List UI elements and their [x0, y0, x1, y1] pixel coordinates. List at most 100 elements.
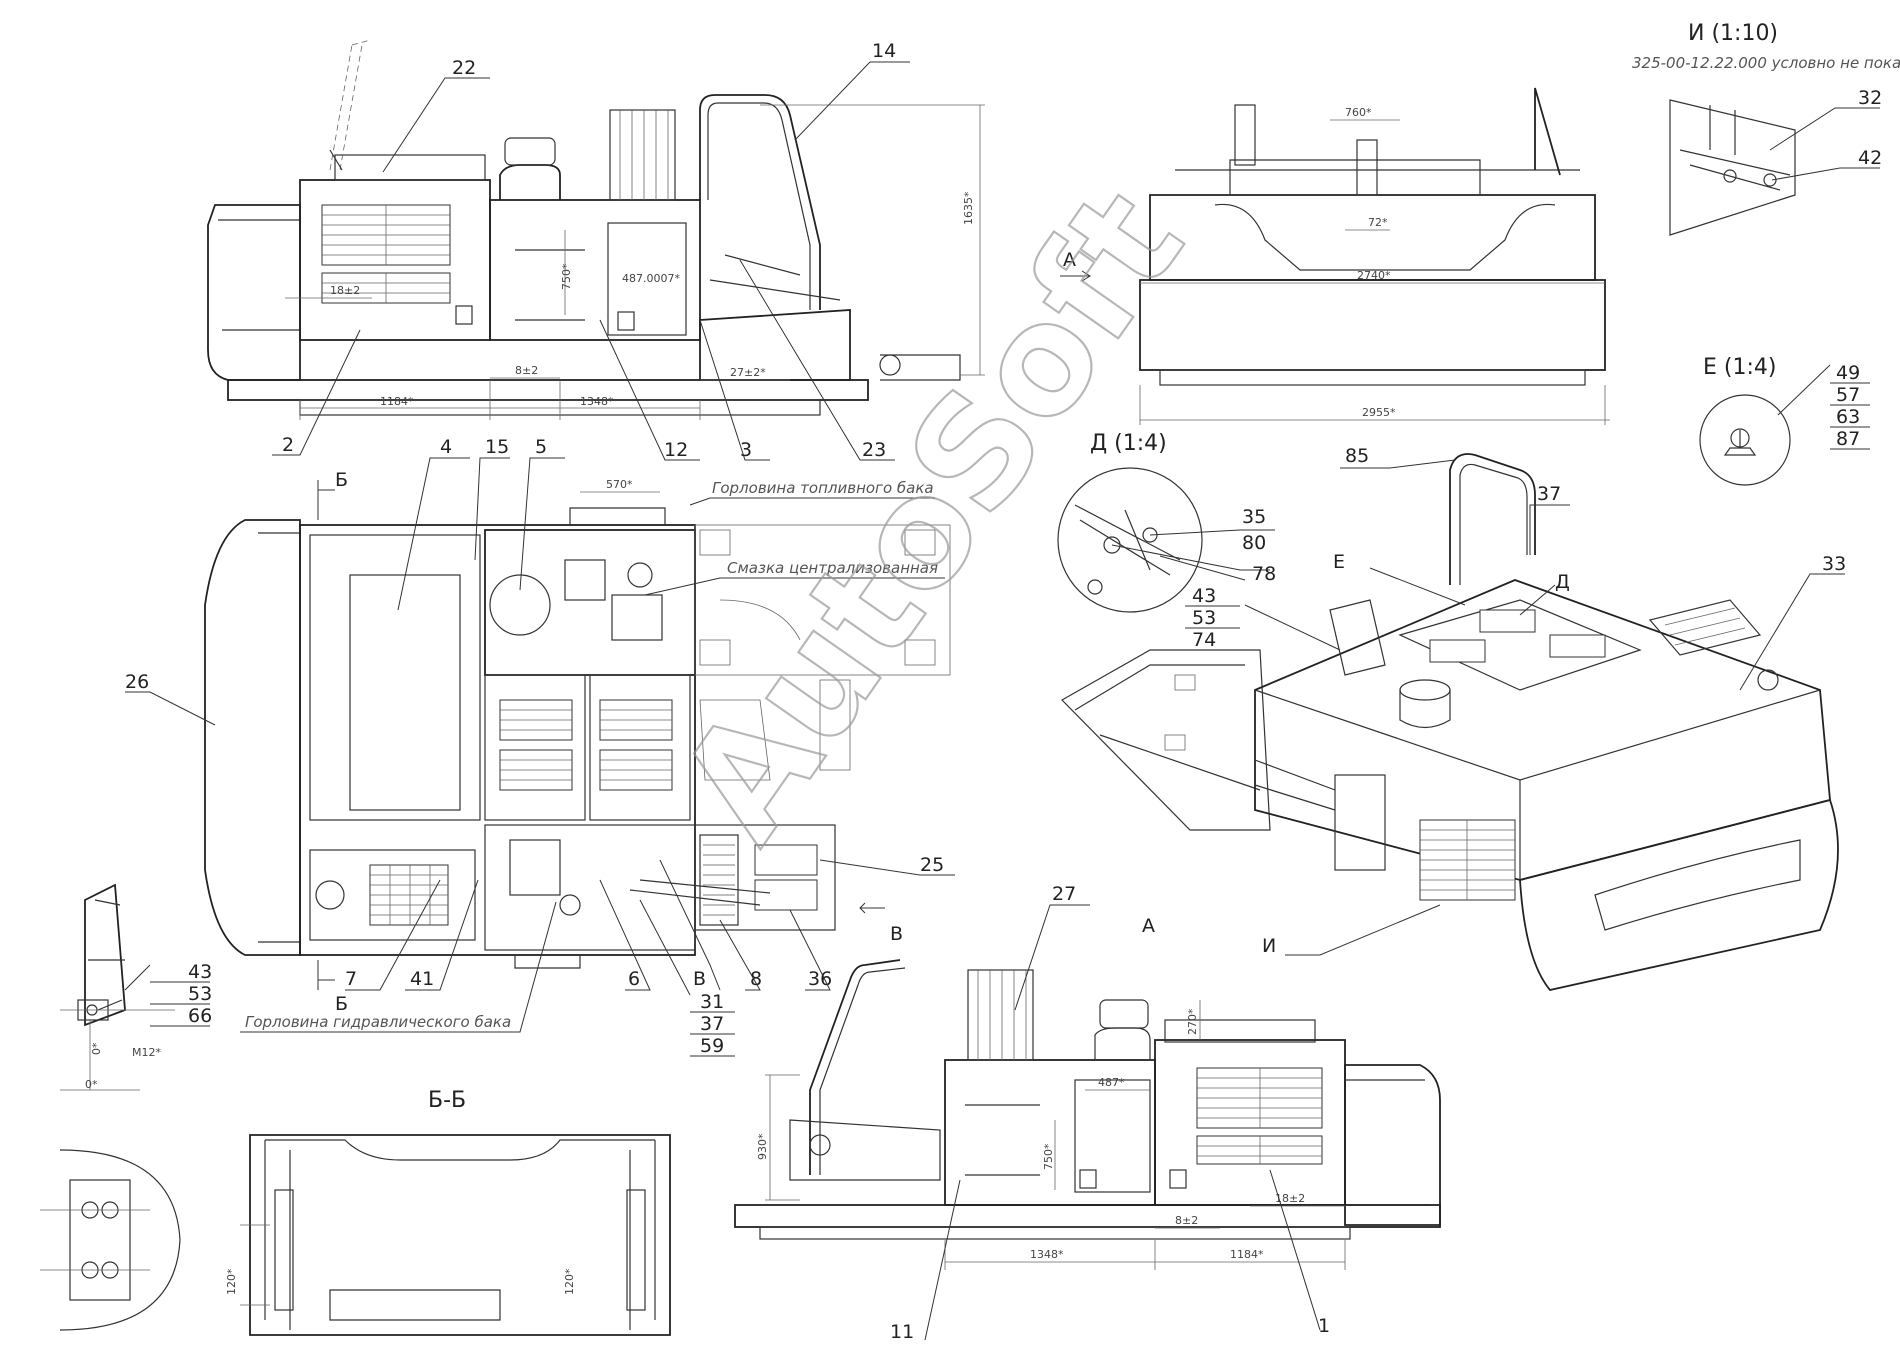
section-bb: Б-Б 120* 120* — [40, 1088, 671, 1336]
detail-i-note: 325-00-12.22.000 условно не показано — [1632, 54, 1900, 72]
note-central-lube: Смазка централизованная — [727, 559, 938, 577]
view-marker-a-bottom: А — [1142, 915, 1155, 937]
dim-2740: 2740* — [1357, 269, 1391, 282]
dim-18-top: 18±2 — [330, 284, 360, 297]
top-view-leaders: 22 14 2 12 3 23 — [272, 40, 910, 461]
svg-text:43: 43 — [1192, 585, 1216, 607]
dim-1348-top: 1348* — [580, 395, 614, 408]
label-27: 27 — [1052, 883, 1076, 905]
isometric-view — [1061, 453, 1839, 991]
dim-1184-top: 1184* — [380, 395, 414, 408]
label-3: 3 — [740, 439, 752, 461]
detail-i: И (1:10) 325-00-12.22.000 условно не пок… — [1632, 21, 1900, 236]
dim-120-b: 120* — [563, 1268, 576, 1295]
dim-750-bot: 750* — [1042, 1143, 1055, 1170]
label-26: 26 — [125, 671, 149, 693]
label-33: 33 — [1822, 553, 1846, 575]
isometric-leaders: 85 37 33 Е Д И 43 53 74 — [1185, 445, 1846, 957]
label-2: 2 — [282, 434, 294, 456]
dim-18-bot: 18±2 — [1275, 1192, 1305, 1205]
stack-43-a: 43 53 74 — [1185, 585, 1240, 651]
label-14: 14 — [872, 40, 896, 62]
svg-text:43: 43 — [188, 961, 212, 983]
view-marker-b-top: Б — [335, 469, 348, 491]
dim-72: 72* — [1368, 216, 1388, 229]
svg-text:87: 87 — [1836, 428, 1860, 450]
watermark: AutoSoft — [647, 160, 1217, 871]
bottom-view-leaders: 27 11 1 — [890, 883, 1330, 1343]
label-42: 42 — [1858, 147, 1882, 169]
label-36: 36 — [808, 968, 832, 990]
dim-760: 760* — [1345, 106, 1372, 119]
label-7: 7 — [345, 968, 357, 990]
svg-text:49: 49 — [1836, 362, 1860, 384]
stack-49: 49 57 63 87 — [1830, 362, 1870, 450]
side-view-bottom: А 270* 930* 7 — [734, 915, 1441, 1270]
svg-text:66: 66 — [188, 1005, 212, 1027]
svg-text:59: 59 — [700, 1035, 724, 1057]
dim-0-b: 0* — [90, 1042, 103, 1055]
svg-text:37: 37 — [700, 1013, 724, 1035]
section-bb-title: Б-Б — [428, 1088, 466, 1113]
svg-text:53: 53 — [188, 983, 212, 1005]
svg-text:31: 31 — [700, 991, 724, 1013]
svg-text:74: 74 — [1192, 629, 1216, 651]
label-85: 85 — [1345, 445, 1369, 467]
label-80: 80 — [1242, 532, 1266, 554]
view-marker-b-bottom: Б — [335, 993, 348, 1015]
label-32: 32 — [1858, 87, 1882, 109]
label-22: 22 — [452, 57, 476, 79]
label-1: 1 — [1318, 1315, 1330, 1337]
dim-487-bot: 487* — [1098, 1076, 1125, 1089]
stack-31: 31 37 59 — [690, 991, 735, 1057]
dim-1184-bot: 1184* — [1230, 1248, 1264, 1261]
svg-text:63: 63 — [1836, 406, 1860, 428]
label-12: 12 — [664, 439, 688, 461]
view-marker-a-top: А — [1063, 249, 1076, 271]
side-view-top: 1635* 750* 487.0007* 18±2 8±2 27±2* 1184… — [207, 39, 985, 420]
dim-1635: 1635* — [962, 191, 975, 225]
label-35: 35 — [1242, 506, 1266, 528]
detail-i-title: И (1:10) — [1688, 21, 1778, 46]
view-marker-d-iso: Д — [1555, 571, 1570, 593]
dim-8-top: 8±2 — [515, 364, 538, 377]
svg-text:57: 57 — [1836, 384, 1860, 406]
note-fuel-neck: Горловина топливного бака — [712, 479, 934, 497]
dim-487-top: 487.0007* — [622, 272, 680, 285]
detail-d-title: Д (1:4) — [1090, 431, 1167, 456]
note-hydraulic-neck: Горловина гидравлического бака — [245, 1013, 511, 1031]
label-11: 11 — [890, 1321, 914, 1343]
dim-8-bot: 8±2 — [1175, 1214, 1198, 1227]
label-6: 6 — [628, 968, 640, 990]
dim-27-top: 27±2* — [730, 366, 766, 379]
dim-930: 930* — [756, 1133, 769, 1160]
label-15: 15 — [485, 436, 509, 458]
dim-m12: M12* — [132, 1046, 161, 1059]
view-marker-v-right: В — [890, 923, 903, 945]
front-view: 760* 72* 2740* 2955* А — [1060, 87, 1610, 425]
view-marker-v-mid: В — [693, 968, 706, 990]
stack-43-b: 43 53 66 — [150, 961, 212, 1027]
dim-270: 270* — [1186, 1008, 1199, 1035]
detail-e: Е (1:4) 49 57 63 87 — [1699, 355, 1870, 486]
dim-750-top: 750* — [560, 263, 573, 290]
detail-d: Д (1:4) 35 80 78 — [1057, 431, 1276, 613]
label-8: 8 — [750, 968, 762, 990]
label-78: 78 — [1252, 563, 1276, 585]
view-marker-i-iso: И — [1262, 935, 1276, 957]
label-5: 5 — [535, 436, 547, 458]
plan-view: 570* Б Б — [204, 469, 951, 1015]
view-marker-e-iso: Е — [1333, 551, 1345, 573]
dim-2955: 2955* — [1362, 406, 1396, 419]
dim-570: 570* — [606, 478, 633, 491]
label-25: 25 — [920, 854, 944, 876]
dim-0-a: 0* — [85, 1078, 98, 1091]
label-37a: 37 — [1537, 483, 1561, 505]
label-41: 41 — [410, 968, 434, 990]
dim-120-a: 120* — [225, 1268, 238, 1295]
dim-1348-bot: 1348* — [1030, 1248, 1064, 1261]
label-4: 4 — [440, 436, 452, 458]
label-23: 23 — [862, 439, 886, 461]
detail-e-title: Е (1:4) — [1703, 355, 1776, 380]
